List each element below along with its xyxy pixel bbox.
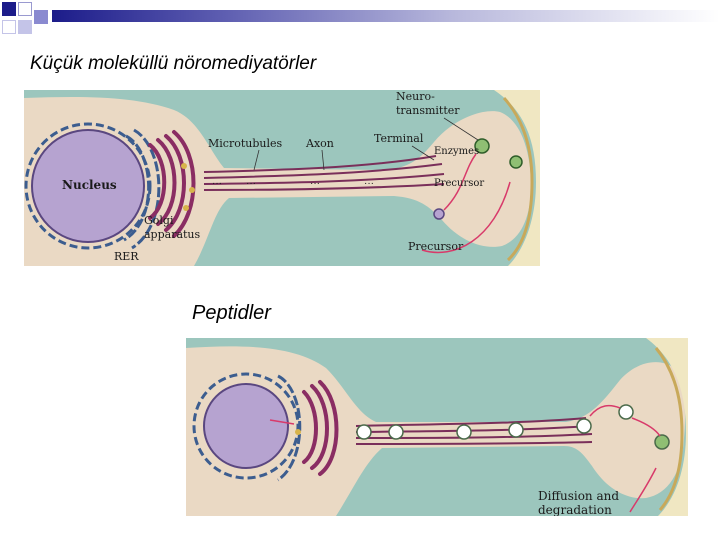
golgi-apparatus	[148, 130, 196, 238]
terminal-label: Terminal	[374, 132, 424, 145]
svg-text:···: ···	[246, 178, 256, 189]
header-square	[2, 20, 16, 34]
diffusion-label-line1: Diffusion and	[538, 489, 619, 503]
golgi-label-line2: apparatus	[144, 228, 201, 241]
header-square	[18, 20, 32, 34]
axon-label: Axon	[305, 137, 334, 150]
nucleus-label: Nucleus	[62, 178, 117, 192]
peptide-diagram: Diffusion and degradation	[186, 338, 688, 516]
microtubules-label: Microtubules	[208, 137, 282, 150]
golgi-label-line1: Golgi	[144, 214, 174, 227]
rer-label: RER	[114, 250, 139, 263]
slide-header-decoration	[0, 0, 720, 40]
postsynaptic-cell	[494, 90, 540, 266]
nucleus-shape	[31, 129, 145, 243]
neurotransmitter-label-line1: Neuro-	[396, 90, 435, 103]
neurotransmitter-label-line2: transmitter	[396, 104, 460, 117]
svg-text:···: ···	[364, 178, 374, 189]
header-square	[2, 2, 16, 16]
header-square	[18, 2, 32, 16]
svg-text:···: ···	[212, 178, 222, 189]
header-gradient-bar	[52, 10, 720, 22]
precursor-terminal-label: Precursor	[434, 178, 484, 189]
precursor-outside-label: Precursor	[408, 240, 464, 253]
section-subtitle: Peptidler	[192, 302, 271, 324]
slide-title: Küçük moleküllü nöromediyatörler	[30, 53, 317, 74]
enzymes-label: Enzymes	[434, 146, 479, 157]
header-square	[34, 10, 48, 24]
small-molecule-diagram: ··· ··· ··· ··· Nucleus Microtubules Axo…	[24, 90, 540, 266]
svg-text:···: ···	[310, 178, 320, 189]
diffusion-label-line2: degradation	[538, 503, 612, 516]
